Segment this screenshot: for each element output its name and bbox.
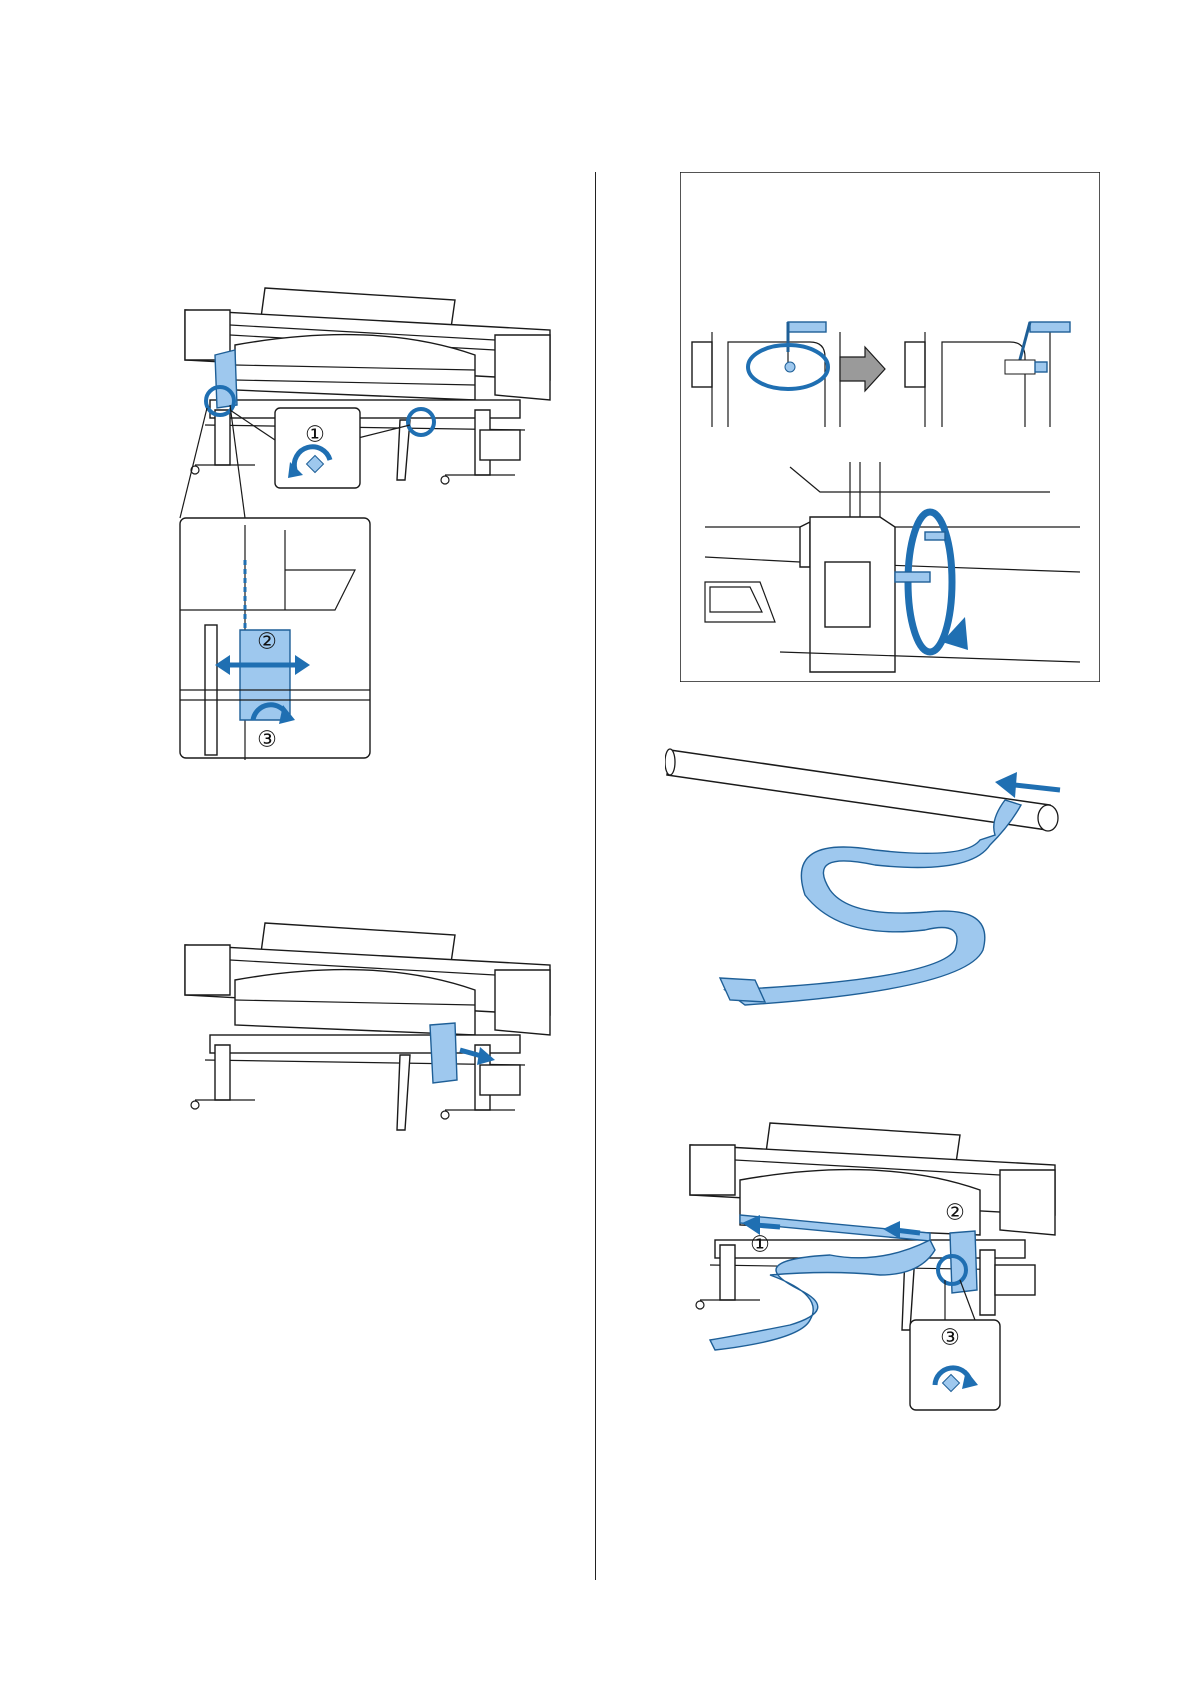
figure-handle-panel: [680, 172, 1100, 682]
printer-illustration-2: [175, 915, 570, 1150]
tube-ribbon-illustration: [665, 740, 1075, 1010]
figure-printer-move-holder: [175, 915, 570, 1150]
handle-illustration: [680, 172, 1100, 682]
callout-2: ②: [257, 630, 277, 655]
callout-1-fig5: ①: [750, 1233, 770, 1258]
callout-3: ③: [257, 728, 277, 753]
right-holder-tint: [430, 1023, 457, 1083]
printer-illustration-3: ② ① ③: [680, 1115, 1080, 1430]
printer-illustration-1: ① ② ③: [175, 280, 570, 820]
ribbon: [725, 800, 1021, 1005]
ribbon-end: [720, 978, 765, 1002]
callout-3-fig5: ③: [940, 1326, 960, 1351]
figure-tube-ribbon: [665, 740, 1075, 1010]
figure-printer-roll-holder-locks: ① ② ③: [175, 280, 570, 820]
figure-printer-insert-tube: ② ① ③: [680, 1115, 1080, 1430]
tube: [667, 750, 1050, 830]
callout-2-fig5: ②: [945, 1201, 965, 1226]
column-divider: [595, 172, 596, 1580]
tube-arrow: [995, 772, 1017, 798]
callout-1: ①: [305, 423, 325, 448]
